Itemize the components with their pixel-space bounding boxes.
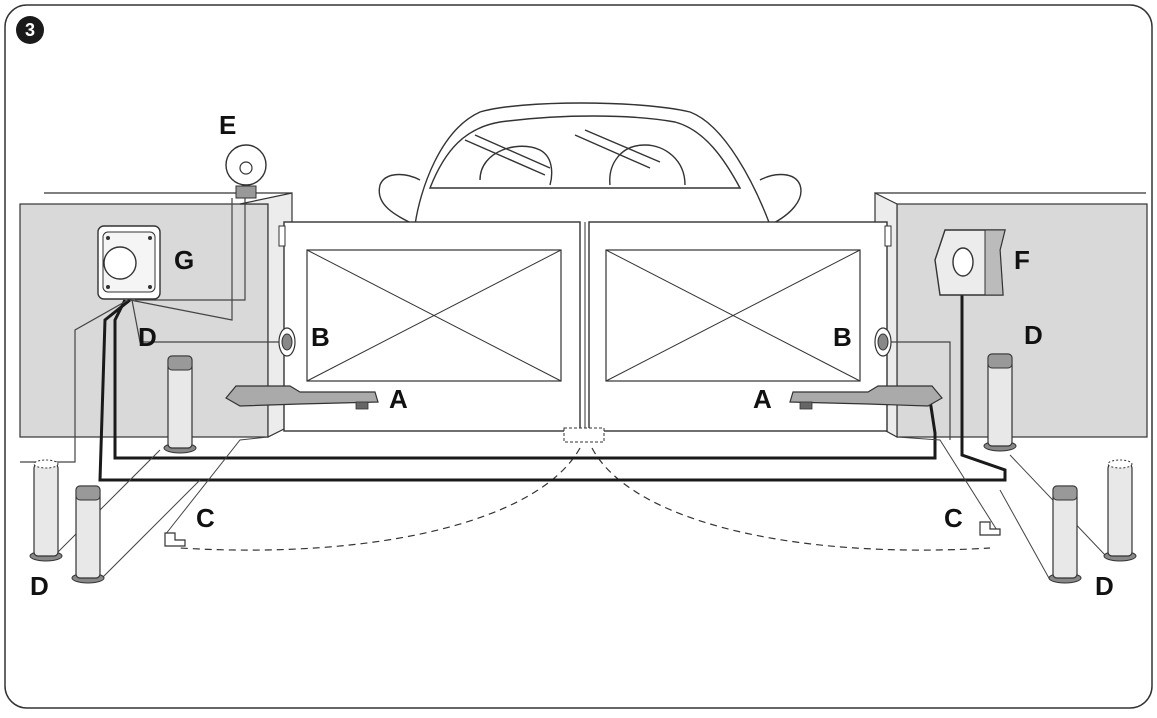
label-F: F — [1014, 245, 1030, 275]
photocell-column-top-right — [983, 353, 1017, 452]
label-B-left: B — [311, 322, 330, 352]
label-B-right: B — [833, 322, 852, 352]
ground-stop-left — [164, 532, 186, 547]
figure-number-badge: 3 — [16, 16, 44, 44]
flashing-light — [225, 144, 267, 199]
gearmotor-left — [225, 385, 379, 410]
figure-border — [4, 4, 1153, 709]
photocell-column-bottom-left-front — [71, 485, 105, 584]
gate-opening-arcs — [179, 447, 991, 551]
label-G: G — [174, 245, 194, 275]
photocell-left — [278, 327, 296, 357]
ground-stop-right — [979, 521, 1001, 536]
label-D-bottom-right: D — [1095, 571, 1114, 601]
key-selector — [934, 229, 1006, 296]
label-A-left: A — [389, 384, 408, 414]
photocell-right — [874, 327, 892, 357]
label-D-top-right: D — [1024, 320, 1043, 350]
photocell-column-top-left — [163, 355, 197, 454]
label-C-right: C — [944, 503, 963, 533]
photocell-column-bottom-right-front — [1048, 485, 1082, 584]
label-D-bottom-left: D — [30, 571, 49, 601]
label-A-right: A — [753, 384, 772, 414]
figure-number: 3 — [25, 20, 35, 40]
control-unit — [97, 225, 161, 300]
photocell-column-bottom-right-back — [1103, 459, 1137, 562]
label-E: E — [219, 110, 236, 140]
gearmotor-right — [789, 385, 943, 410]
wiring — [20, 195, 1106, 581]
label-D-top-left: D — [138, 322, 157, 352]
gate-stop — [563, 222, 605, 443]
label-C-left: C — [196, 503, 215, 533]
photocell-column-bottom-left-back — [29, 459, 63, 562]
car — [378, 102, 802, 226]
